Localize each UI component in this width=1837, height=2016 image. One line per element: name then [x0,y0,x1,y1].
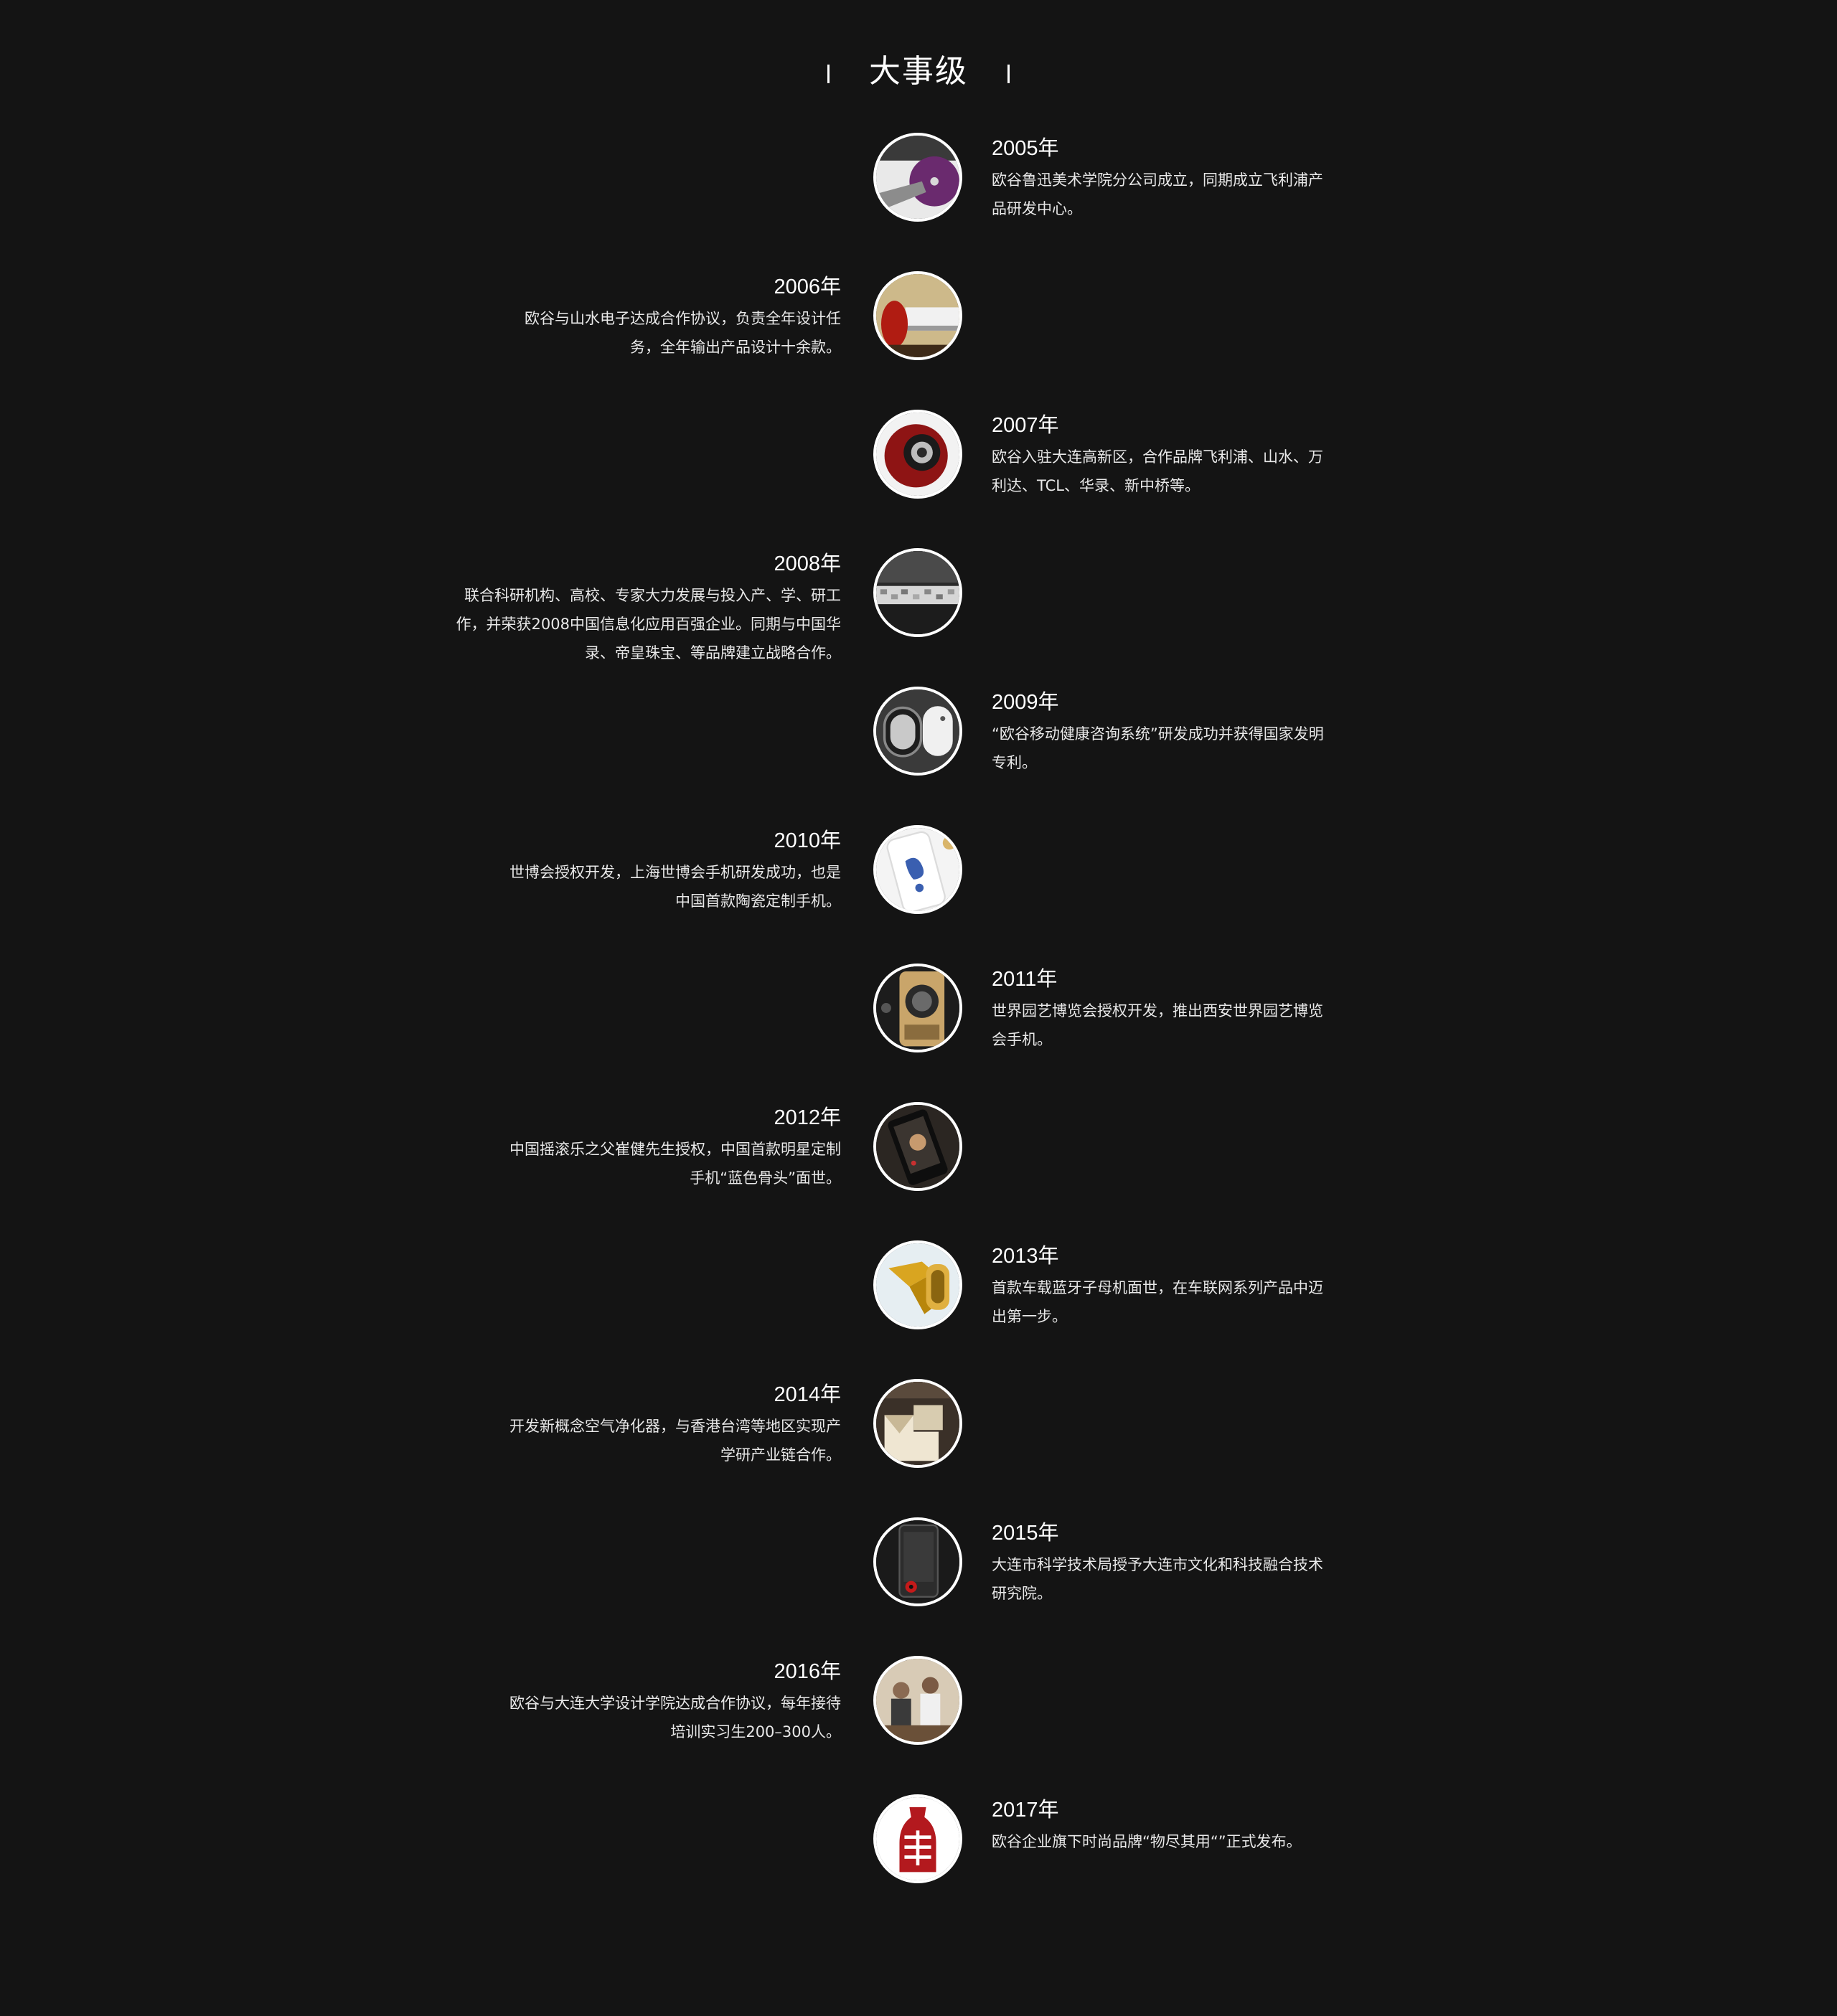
timeline-item: 2012年 中国摇滚乐之父崔健先生授权，中国首款明星定制手机“蓝色骨头”面世。 [0,1102,1837,1217]
timeline-desc: 欧谷入驻大连高新区，合作品牌飞利浦、山水、万利达、TCL、华录、新中桥等。 [992,448,1323,494]
speaker-icon [873,410,962,499]
timeline-year: 2014年 [774,1383,841,1406]
timeline-desc: 首款车载蓝牙子母机面世，在车联网系列产品中迈出第一步。 [992,1279,1323,1325]
timeline-text: 2010年 世博会授权开发，上海世博会手机研发成功，也是中国首款陶瓷定制手机。 [497,826,841,915]
timeline-year: 2005年 [992,137,1059,160]
timeline-item: 2013年 首款车载蓝牙子母机面世，在车联网系列产品中迈出第一步。 [0,1240,1837,1355]
timeline-text: 2012年 中国摇滚乐之父崔健先生授权，中国首款明星定制手机“蓝色骨头”面世。 [497,1103,841,1192]
brand-logo-icon [873,1794,962,1883]
timeline-desc: 欧谷与大连大学设计学院达成合作协议，每年接待培训实习生200–300人。 [509,1695,841,1741]
audio-device-icon [873,271,962,360]
health-device-icon [873,687,962,776]
timeline-text: 2009年 “欧谷移动健康咨询系统”研发成功并获得国家发明专利。 [992,688,1336,777]
timeline-text: 2014年 开发新概念空气净化器，与香港台湾等地区实现产学研产业链合作。 [497,1380,841,1469]
timeline-text: 2007年 欧谷入驻大连高新区，合作品牌飞利浦、山水、万利达、TCL、华录、新中… [992,411,1336,500]
star-phone-icon [873,1102,962,1191]
timeline-desc: 大连市科学技术局授予大连市文化和科技融合技术研究院。 [992,1556,1323,1602]
timeline-year: 2007年 [992,414,1059,437]
timeline-text: 2015年 大连市科学技术局授予大连市文化和科技融合技术研究院。 [992,1519,1336,1608]
timeline-item: 2016年 欧谷与大连大学设计学院达成合作协议，每年接待培训实习生200–300… [0,1656,1837,1771]
timeline-year: 2017年 [992,1799,1059,1822]
timeline-text: 2011年 世界园艺博览会授权开发，推出西安世界园艺博览会手机。 [992,965,1336,1054]
timeline-text: 2008年 联合科研机构、高校、专家大力发展与投入产、学、研工作，并荣获2008… [454,550,841,667]
timeline-year: 2010年 [774,829,841,852]
timeline-desc: 世界园艺博览会授权开发，推出西安世界园艺博览会手机。 [992,1002,1323,1048]
timeline-item: 2006年 欧谷与山水电子达成合作协议，负责全年设计任务，全年输出产品设计十余款… [0,271,1837,386]
bluetooth-device-icon [873,1240,962,1329]
timeline-text: 2006年 欧谷与山水电子达成合作协议，负责全年设计任务，全年输出产品设计十余款… [497,273,841,362]
gold-phone-icon [873,964,962,1052]
timeline-desc: 欧谷鲁迅美术学院分公司成立，同期成立飞利浦产品研发中心。 [992,171,1323,217]
timeline-item: 2011年 世界园艺博览会授权开发，推出西安世界园艺博览会手机。 [0,964,1837,1078]
timeline-year: 2016年 [774,1660,841,1683]
smartphone-icon [873,1517,962,1606]
timeline-item: 2014年 开发新概念空气净化器，与香港台湾等地区实现产学研产业链合作。 [0,1379,1837,1494]
timeline-desc: 欧谷企业旗下时尚品牌“物尽其用“”正式发布。 [992,1833,1302,1850]
page-title: 大事级 [827,43,1010,100]
timeline-desc: 开发新概念空气净化器，与香港台湾等地区实现产学研产业链合作。 [509,1418,841,1464]
panel-device-icon [873,548,962,637]
timeline-desc: 联合科研机构、高校、专家大力发展与投入产、学、研工作，并荣获2008中国信息化应… [456,587,841,661]
section-header: 大事级 [0,43,1837,100]
timeline-year: 2015年 [992,1522,1059,1545]
timeline-text: 2016年 欧谷与大连大学设计学院达成合作协议，每年接待培训实习生200–300… [497,1657,841,1746]
timeline-text: 2017年 欧谷企业旗下时尚品牌“物尽其用“”正式发布。 [992,1796,1336,1856]
cd-player-icon [873,133,962,222]
timeline-item: 2017年 欧谷企业旗下时尚品牌“物尽其用“”正式发布。 [0,1794,1837,1909]
timeline-desc: “欧谷移动健康咨询系统”研发成功并获得国家发明专利。 [992,725,1324,771]
ceramic-phone-icon [873,825,962,914]
timeline-year: 2008年 [774,552,841,575]
timeline-year: 2011年 [992,968,1058,991]
people-photo-icon [873,1656,962,1745]
timeline-text: 2013年 首款车载蓝牙子母机面世，在车联网系列产品中迈出第一步。 [992,1242,1336,1331]
timeline-year: 2006年 [774,275,841,298]
timeline-item: 2010年 世博会授权开发，上海世博会手机研发成功，也是中国首款陶瓷定制手机。 [0,825,1837,940]
timeline-desc: 世博会授权开发，上海世博会手机研发成功，也是中国首款陶瓷定制手机。 [509,864,841,910]
timeline-item: 2009年 “欧谷移动健康咨询系统”研发成功并获得国家发明专利。 [0,687,1837,801]
timeline-item: 2005年 欧谷鲁迅美术学院分公司成立，同期成立飞利浦产品研发中心。 [0,133,1837,248]
timeline-item: 2007年 欧谷入驻大连高新区，合作品牌飞利浦、山水、万利达、TCL、华录、新中… [0,410,1837,524]
timeline-item: 2015年 大连市科学技术局授予大连市文化和科技融合技术研究院。 [0,1517,1837,1632]
timeline-text: 2005年 欧谷鲁迅美术学院分公司成立，同期成立飞利浦产品研发中心。 [992,134,1336,223]
air-purifier-icon [873,1379,962,1468]
timeline-item: 2008年 联合科研机构、高校、专家大力发展与投入产、学、研工作，并荣获2008… [0,548,1837,663]
timeline-year: 2013年 [992,1245,1059,1268]
timeline-desc: 欧谷与山水电子达成合作协议，负责全年设计任务，全年输出产品设计十余款。 [525,310,841,356]
timeline-year: 2009年 [992,691,1059,714]
timeline-year: 2012年 [774,1106,841,1129]
timeline-desc: 中国摇滚乐之父崔健先生授权，中国首款明星定制手机“蓝色骨头”面世。 [509,1141,841,1187]
